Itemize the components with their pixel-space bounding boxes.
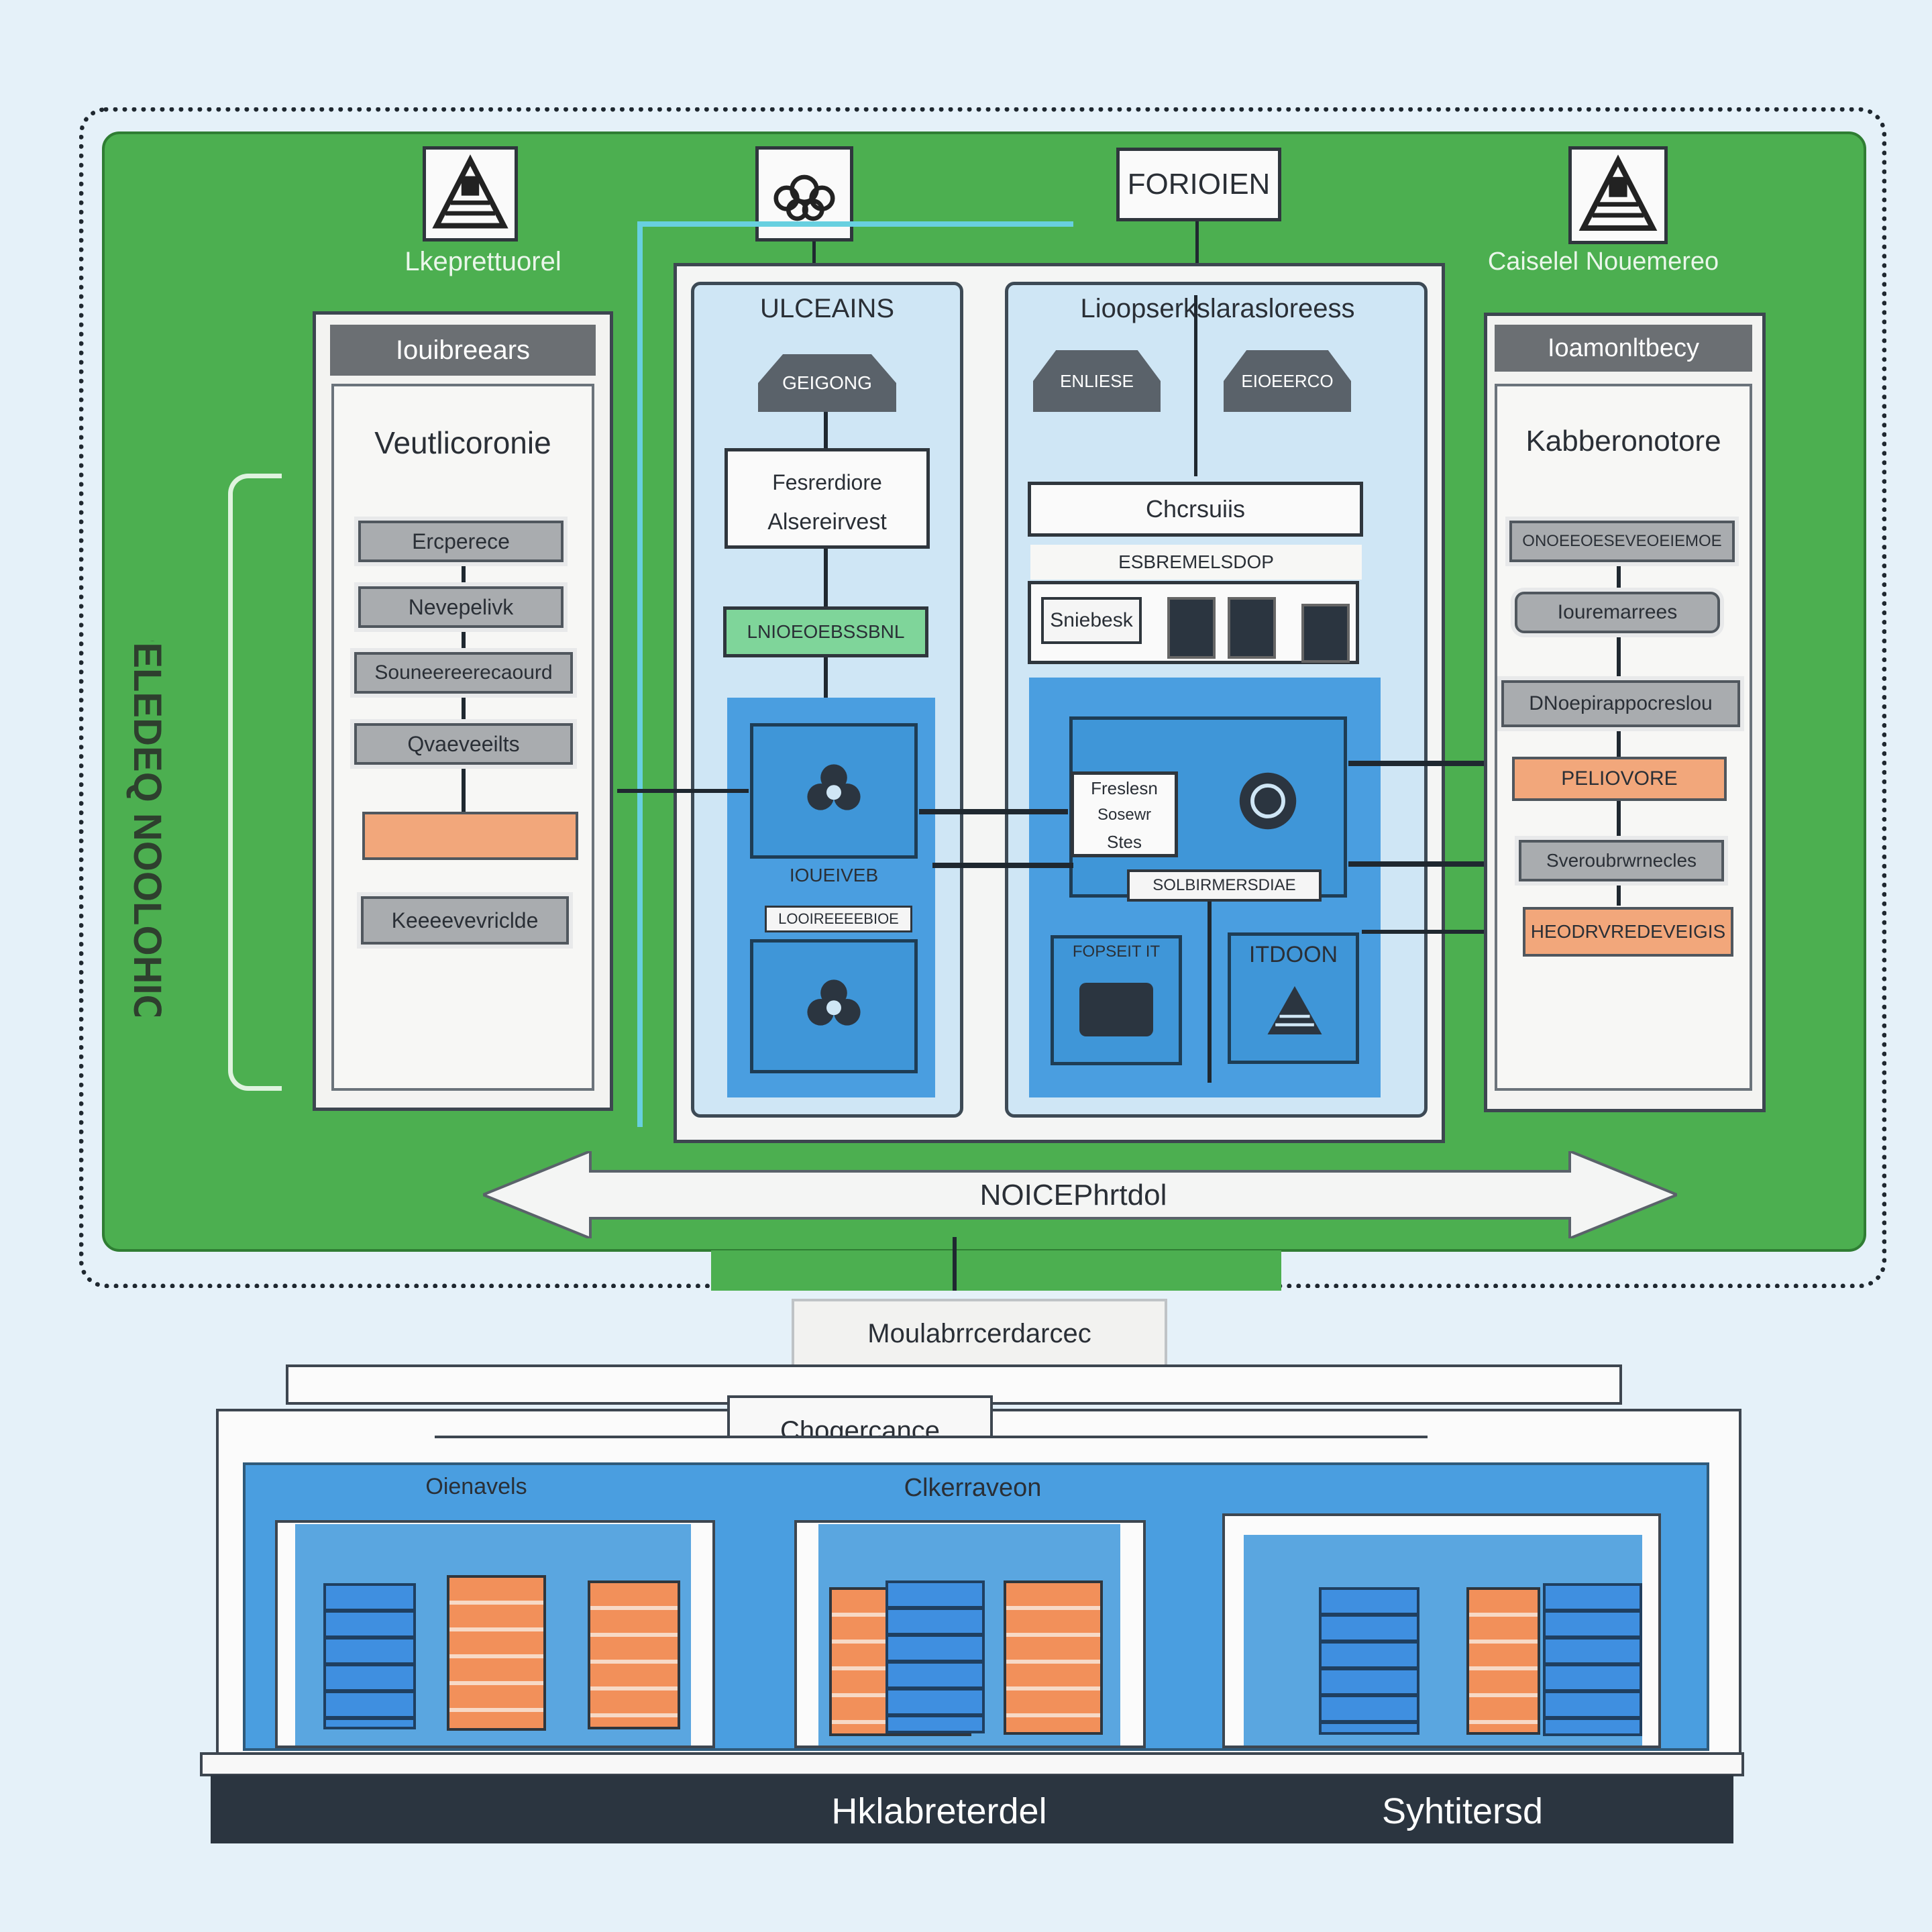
right-item-4: PELIOVORE	[1512, 757, 1727, 801]
left-side-text: TOPELEDEQ NOOLOHIO_IIE	[125, 641, 170, 1016]
top-icon-box-2	[755, 146, 853, 241]
rack-orange	[1466, 1587, 1540, 1735]
rack-blue	[1543, 1583, 1642, 1736]
center-right-box-2: ITDOON	[1228, 932, 1359, 1064]
right-item-5: Sveroubrwrnecles	[1519, 840, 1724, 881]
cyan-flow-line	[637, 221, 643, 1127]
note-line: Alsereirvest	[767, 508, 887, 535]
center-left-title: ULCEAINS	[759, 293, 895, 323]
flower-network-icon	[807, 764, 861, 810]
keypad-icon	[1079, 983, 1153, 1036]
center-left-green-label: LNIOEOEBSSBNL	[723, 606, 928, 657]
center-right-sticky: Freslesn Sosewr Stes	[1071, 771, 1178, 857]
right-item-6: HEODRVREDEVEIGIS	[1523, 907, 1733, 957]
right-item-1: ONOEEOESEVEOEIEMOE	[1509, 521, 1735, 562]
top-label-box: FORIOIEN	[1116, 148, 1281, 221]
base-inner-strip	[435, 1436, 1428, 1464]
pyramid-icon	[432, 154, 508, 229]
connector	[1362, 930, 1523, 934]
connector	[812, 241, 816, 275]
center-left-node-1	[750, 723, 918, 859]
left-caption: Lkeprettuorel	[405, 246, 561, 276]
bottom-arrow-label: NOICEPhrtdol	[979, 1179, 1167, 1212]
right-caption: Caiselel Nouemereo	[1487, 247, 1719, 276]
bridge-label: Moulabrrcerdarcec	[792, 1299, 1167, 1368]
left-item-5	[362, 812, 578, 860]
cyan-flow-arrow	[637, 221, 1073, 227]
server-block	[1301, 604, 1350, 663]
left-item-4: Qvaeveeilts	[354, 723, 573, 765]
base-section-1-label: Oienavels	[425, 1473, 527, 1499]
center-right-bar-1: Chcrsuiis	[1028, 482, 1363, 537]
cloud-network-icon	[773, 174, 835, 221]
base-footer	[211, 1775, 1733, 1843]
right-item-3: DNoepirappocreslou	[1501, 680, 1740, 727]
connector	[1348, 761, 1528, 766]
center-right-badge-2: EIOEERCO	[1224, 350, 1351, 412]
center-left-note: Fesrerdiore Alsereirvest	[724, 448, 930, 549]
connector	[953, 1237, 957, 1291]
connector	[617, 789, 749, 793]
left-header: Iouibreears	[330, 325, 596, 376]
left-bracket	[228, 474, 282, 1091]
base-section-2-label: Clkerraveon	[904, 1473, 1042, 1502]
flower-network-icon	[807, 979, 861, 1026]
center-right-bar-2: ESBREMELSDOP	[1030, 545, 1362, 580]
server-block	[1228, 597, 1276, 659]
footer-right-label: Syhtitersd	[1381, 1791, 1544, 1831]
sticky-line: Sosewr	[1097, 806, 1152, 824]
rack-blue	[323, 1583, 416, 1729]
left-item-2: Nevepelivk	[358, 586, 564, 628]
left-item-1: Ercperece	[358, 521, 564, 562]
sticky-line: Stes	[1106, 831, 1142, 852]
pyramid-icon	[1578, 154, 1658, 231]
center-left-badge: GEIGONG	[758, 354, 896, 412]
center-right-spine	[1194, 295, 1197, 476]
box-1-label: FOPSEIT IT	[1072, 943, 1161, 961]
rack-blue	[885, 1580, 985, 1733]
rack-orange	[588, 1580, 680, 1729]
layered-triangle-icon	[1267, 986, 1322, 1034]
center-right-badge-1: ENLIESE	[1033, 350, 1161, 412]
left-subtitle: Veutlicoronie	[374, 425, 551, 460]
center-left-spine	[824, 412, 828, 720]
center-right-small-label: Sniebesk	[1041, 597, 1142, 644]
center-left-lower-label: LOOIREEEEBIOE	[765, 906, 912, 932]
right-item-2: Iouremarrees	[1515, 592, 1720, 633]
green-bridge	[711, 1250, 1281, 1291]
rack-orange	[1004, 1580, 1103, 1735]
server-block	[1167, 597, 1216, 659]
connector	[1348, 861, 1516, 867]
connector	[932, 863, 1073, 868]
center-right-wide-label: SOLBIRMERSDIAE	[1127, 869, 1322, 902]
center-left-mid-label: IOUEIVEB	[789, 865, 879, 885]
database-gear-icon	[1239, 772, 1297, 830]
connector	[919, 809, 1068, 814]
center-right-box-1: FOPSEIT IT	[1051, 935, 1182, 1065]
sticky-line: Freslesn	[1091, 777, 1158, 798]
right-subtitle: Kabberonotore	[1525, 425, 1721, 458]
bidirectional-arrow	[483, 1151, 1677, 1238]
base-shelf	[200, 1752, 1744, 1776]
rack-blue	[1319, 1587, 1419, 1735]
box-2-label: ITDOON	[1248, 941, 1338, 967]
center-right-core	[1069, 716, 1347, 898]
note-line: Fesrerdiore	[772, 470, 882, 494]
center-left-node-2	[750, 939, 918, 1073]
connector	[1195, 221, 1199, 275]
connector	[1208, 902, 1212, 1083]
top-icon-box-1	[423, 146, 518, 241]
left-item-6: Keeeevevriclde	[361, 896, 569, 945]
center-right-title: Lioopserkslarasloreess	[1080, 293, 1355, 323]
rack-orange	[447, 1575, 546, 1731]
top-icon-box-4	[1568, 146, 1668, 244]
right-inner-panel	[1495, 384, 1752, 1091]
left-item-3: Souneereerecaourd	[354, 652, 573, 694]
footer-left-label: Hklabreterdel	[831, 1791, 1047, 1831]
right-header: Ioamonltbecy	[1495, 325, 1752, 372]
